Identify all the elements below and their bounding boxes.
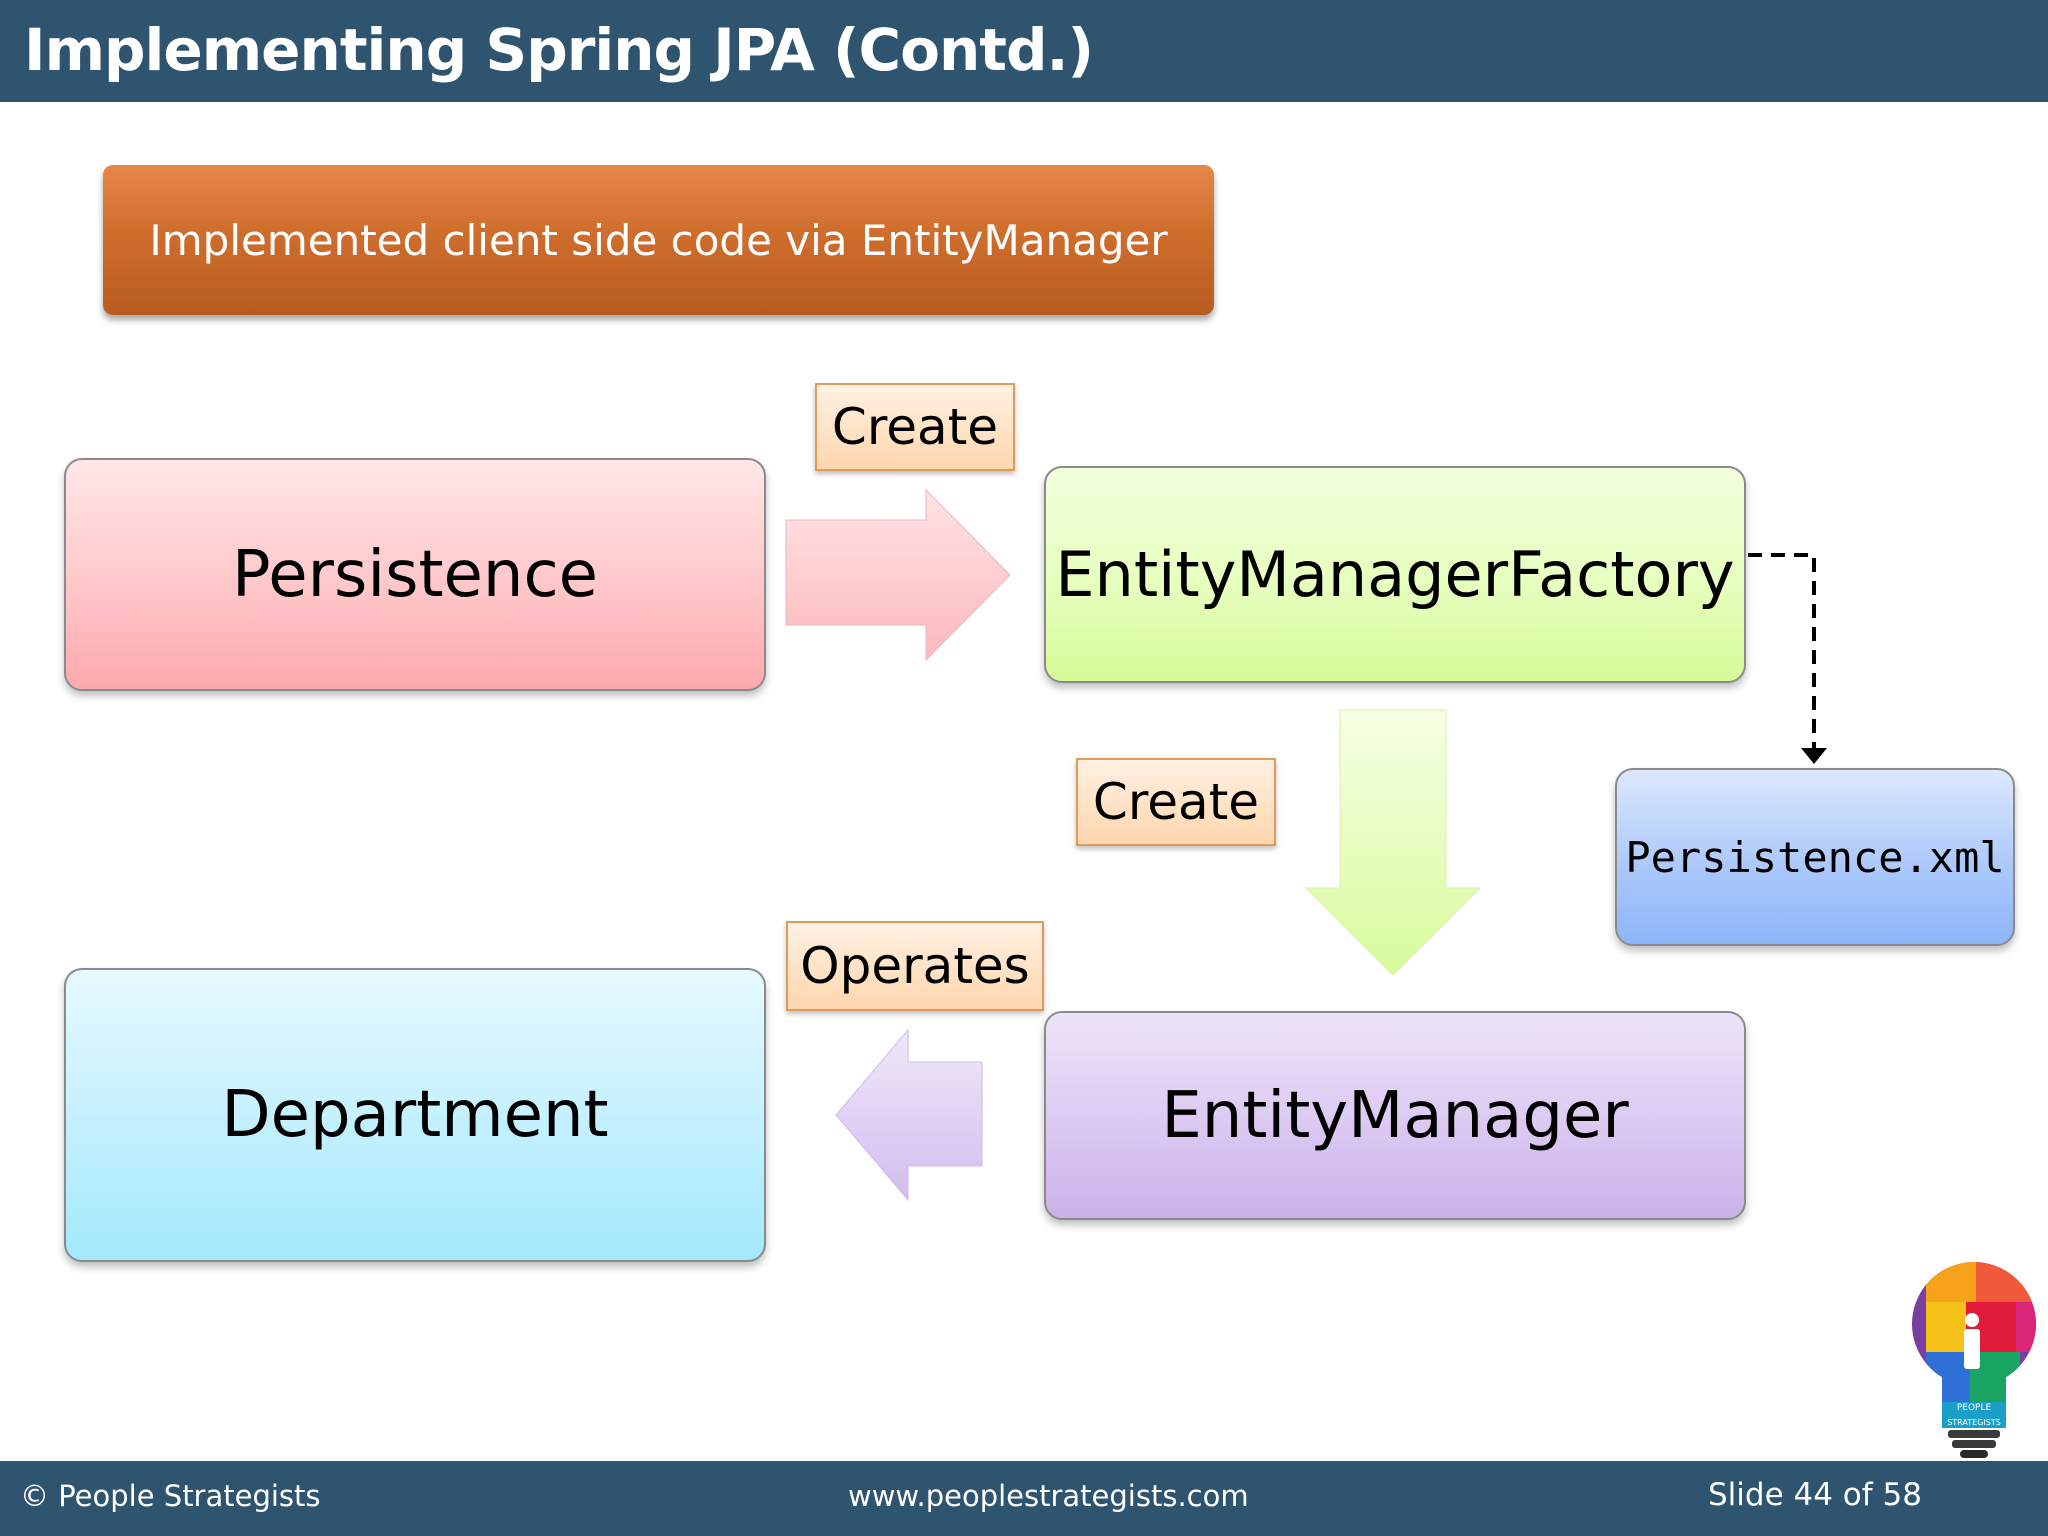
people-strategists-logo-icon: PEOPLE STRATEGISTS — [1912, 1262, 2036, 1458]
arrow-manager-to-department — [835, 1028, 983, 1202]
edge-label-text: Create — [831, 398, 999, 456]
edge-label-create-factory: Create — [815, 383, 1015, 471]
footer-bar: © People Strategists www.peoplestrategis… — [0, 1461, 2048, 1536]
footer-website-link[interactable]: www.peoplestrategists.com — [848, 1479, 1249, 1513]
banner-text: Implemented client side code via EntityM… — [149, 215, 1168, 265]
slide-title: Implementing Spring JPA (Contd.) — [24, 16, 1094, 84]
node-entity-manager: EntityManager — [1044, 1011, 1746, 1220]
arrowhead-xml-icon — [1801, 748, 1827, 764]
footer-copyright: © People Strategists — [20, 1479, 321, 1513]
node-label: Department — [221, 1078, 609, 1152]
node-entity-manager-factory: EntityManagerFactory — [1044, 466, 1746, 683]
header-bar: Implementing Spring JPA (Contd.) — [0, 0, 2048, 102]
footer-slide-number: Slide 44 of 58 — [1708, 1477, 1922, 1513]
edge-label-text: Operates — [800, 937, 1030, 995]
node-label: EntityManagerFactory — [1055, 538, 1735, 611]
dashed-connector-factory-to-xml — [1748, 553, 1816, 755]
node-persistence-xml: Persistence.xml — [1615, 768, 2015, 946]
edge-label-text: Create — [1092, 773, 1260, 831]
node-persistence: Persistence — [64, 458, 766, 691]
edge-label-operates: Operates — [786, 921, 1044, 1011]
node-label: Persistence.xml — [1625, 832, 2005, 882]
arrow-persistence-to-factory — [785, 488, 1011, 662]
logo-text-line2: STRATEGISTS — [1947, 1418, 2001, 1427]
logo-text-line1: PEOPLE — [1957, 1403, 1992, 1413]
node-label: Persistence — [231, 537, 599, 612]
arrow-factory-to-manager — [1304, 709, 1482, 976]
banner: Implemented client side code via EntityM… — [103, 165, 1214, 315]
node-department: Department — [64, 968, 766, 1262]
edge-label-create-manager: Create — [1076, 758, 1276, 846]
node-label: EntityManager — [1161, 1078, 1629, 1153]
